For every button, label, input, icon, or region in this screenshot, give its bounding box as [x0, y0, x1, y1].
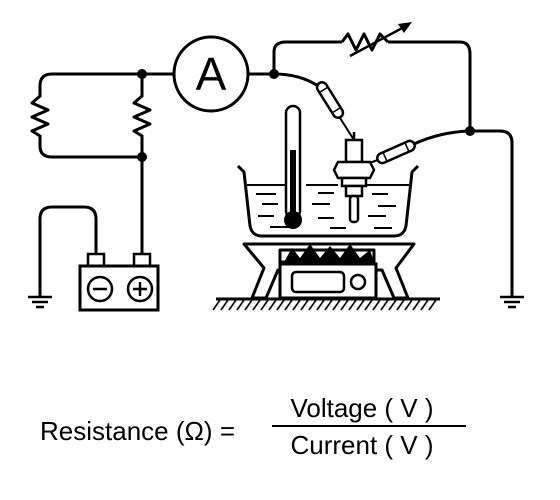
- probe-right: [376, 139, 416, 165]
- variable-resistor-arrow-shaft: [349, 24, 407, 58]
- hatch-mark: [268, 299, 277, 311]
- battery-negative-wire: [38, 205, 98, 296]
- probe-left: [315, 81, 345, 119]
- battery-terminal-negative: [86, 252, 106, 268]
- hatch-mark: [252, 299, 261, 311]
- temperature-sensor: [332, 132, 376, 224]
- hatch-mark: [388, 299, 397, 311]
- hatch-mark: [308, 299, 317, 311]
- burner-unit: [278, 262, 378, 300]
- hatch-mark: [316, 299, 325, 311]
- hatch-mark: [284, 299, 293, 311]
- liquid-surface: [247, 184, 409, 229]
- hatched-base: [212, 297, 440, 311]
- beaker: [236, 164, 420, 238]
- probe-lead-left: [273, 72, 319, 88]
- hatch-mark: [292, 299, 301, 311]
- variable-resistor: [340, 32, 390, 52]
- hatch-mark: [396, 299, 405, 311]
- hatch-mark: [420, 299, 429, 311]
- hatch-mark: [260, 299, 269, 311]
- top-wire-to-variable-resistor: [272, 40, 342, 74]
- battery: [78, 252, 160, 312]
- ammeter-label: A: [196, 48, 227, 100]
- right-ground-icon: [500, 295, 524, 309]
- battery-terminal-positive: [132, 252, 152, 268]
- right-ground-wire: [470, 129, 514, 296]
- left-branch-wire: [38, 72, 144, 98]
- ammeter: A: [172, 35, 250, 113]
- left-ground-icon: [28, 295, 52, 309]
- variable-resistor-arrow-head: [398, 22, 412, 33]
- hatch-mark: [212, 299, 221, 311]
- parallel-resistors: [30, 72, 152, 159]
- formula-lhs: Resistance (Ω) =: [40, 416, 235, 446]
- hatch-mark: [228, 299, 237, 311]
- hatch-mark: [356, 299, 365, 311]
- hatch-mark: [372, 299, 381, 311]
- hatch-mark: [348, 299, 357, 311]
- hatch-mark: [340, 299, 349, 311]
- hatch-mark: [364, 299, 373, 311]
- hatch-mark: [332, 299, 341, 311]
- formula-denominator: Current ( V ): [290, 430, 433, 460]
- resistance-formula: Resistance (Ω) = Voltage ( V ) Current (…: [40, 393, 466, 460]
- hatch-mark: [300, 299, 309, 311]
- probe-lead-right: [413, 129, 471, 146]
- hatch-mark: [276, 299, 285, 311]
- hatch-mark: [428, 299, 437, 311]
- hatch-mark: [324, 299, 333, 311]
- beaker-wall: [236, 164, 420, 238]
- thermometer: [284, 104, 302, 229]
- hatch-mark: [220, 299, 229, 311]
- flame-icon: [284, 244, 374, 262]
- hatch-mark: [412, 299, 421, 311]
- formula-numerator: Voltage ( V ): [290, 393, 433, 423]
- top-wire-to-right-node: [388, 40, 472, 131]
- hatch-mark: [244, 299, 253, 311]
- hatch-mark: [236, 299, 245, 311]
- left-resistor: [30, 94, 50, 138]
- right-resistor: [132, 94, 152, 138]
- hatch-mark: [380, 299, 389, 311]
- left-branch-return-wire: [38, 134, 144, 159]
- hatch-mark: [404, 299, 413, 311]
- probe-tip-left: [339, 117, 355, 141]
- ammeter-body: [172, 35, 250, 113]
